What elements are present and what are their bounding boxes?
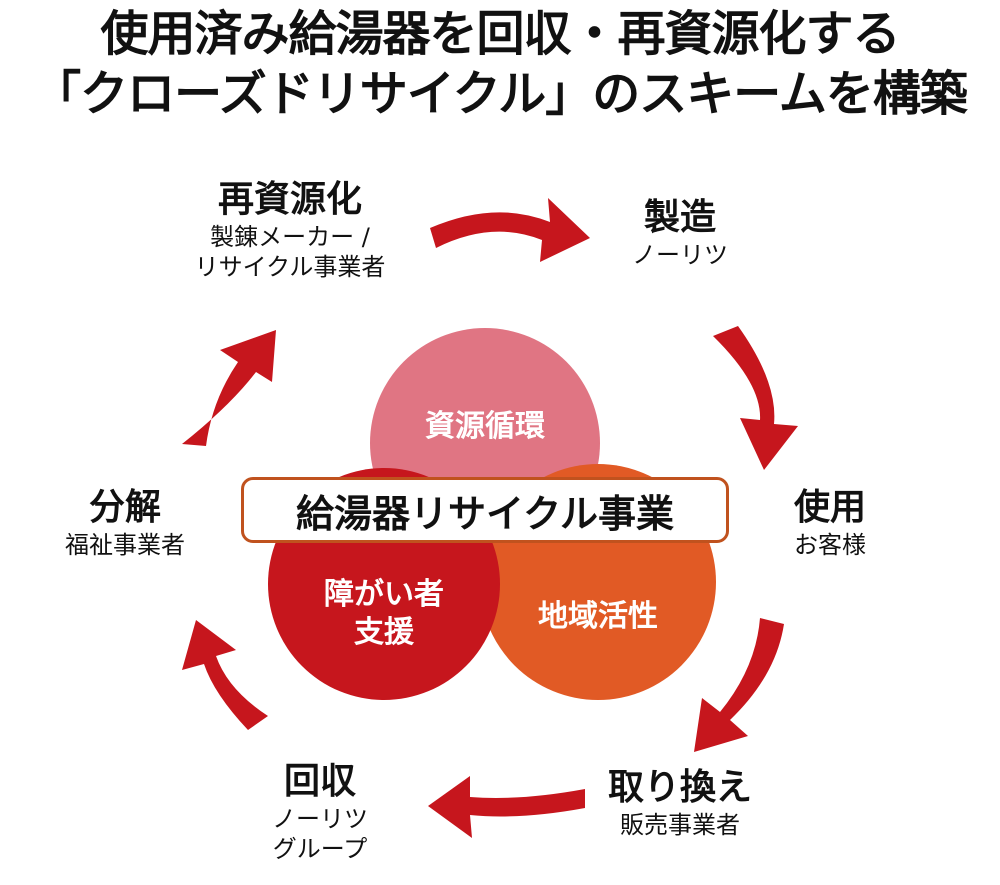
node-replace: 取り換え 販売事業者 (570, 766, 790, 840)
circle-left-label-2: 支援 (354, 615, 414, 650)
center-label: 給湯器リサイクル事業 (241, 477, 729, 543)
node-manufacture-head: 製造 (643, 197, 716, 238)
node-use-head: 使用 (793, 487, 866, 528)
node-disassemble-sub1: 福祉事業者 (65, 531, 185, 559)
node-use: 使用 お客様 (760, 486, 900, 560)
node-collect: 回収 ノーリツ グループ (240, 760, 400, 864)
node-disassemble-head: 分解 (88, 487, 161, 528)
node-manufacture: 製造 ノーリツ (600, 196, 760, 270)
arrow-manufacture-to-use (713, 326, 798, 470)
node-recycle: 再資源化 製錬メーカー / リサイクル事業者 (160, 178, 420, 282)
node-replace-sub1: 販売事業者 (620, 811, 740, 839)
circle-left-label-1: 障がい者 (324, 577, 444, 612)
node-collect-head: 回収 (283, 761, 356, 802)
node-disassemble: 分解 福祉事業者 (30, 486, 220, 560)
node-replace-head: 取り換え (607, 767, 752, 808)
arrow-recycle-to-manufacture (430, 198, 590, 262)
circle-top-label: 資源循環 (425, 409, 545, 444)
node-manufacture-sub1: ノーリツ (632, 241, 728, 269)
circle-right-label: 地域活性 (538, 599, 658, 634)
arrow-replace-to-collect (428, 776, 585, 838)
node-recycle-head: 再資源化 (217, 179, 362, 220)
title-line-1: 使用済み給湯器を回収・再資源化する (100, 6, 900, 62)
arrow-disassemble-to-recycle (182, 330, 276, 446)
node-collect-sub1: ノーリツ (272, 805, 368, 833)
node-use-sub1: お客様 (794, 531, 866, 559)
arrow-collect-to-disassemble (182, 620, 268, 730)
arrow-use-to-replace (694, 618, 784, 752)
title-line-2: 「クローズドリサイクル」のスキームを構築 (33, 66, 968, 122)
node-recycle-sub1: 製錬メーカー / (210, 223, 370, 251)
node-collect-sub2: グループ (272, 835, 368, 863)
node-recycle-sub2: リサイクル事業者 (194, 253, 386, 281)
